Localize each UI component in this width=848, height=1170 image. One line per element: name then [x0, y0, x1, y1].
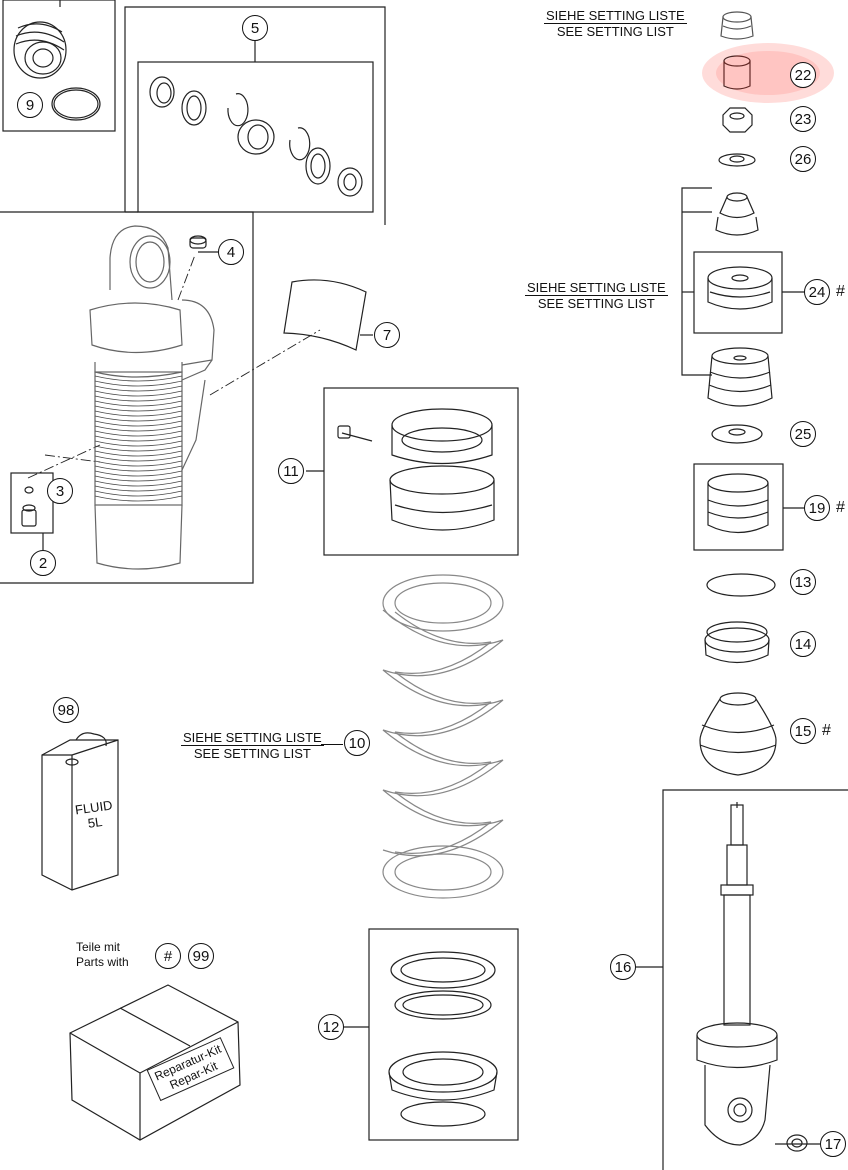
setting-note-spring: SIEHE SETTING LISTE SEE SETTING LIST: [181, 730, 324, 761]
setting-note-spring-de: SIEHE SETTING LISTE: [181, 730, 324, 746]
setting-note-top-en: SEE SETTING LIST: [556, 24, 674, 39]
callout-9[interactable]: 9: [17, 92, 43, 118]
box-part-9: [2, 0, 116, 132]
shock-body: [89, 225, 215, 570]
callout-98[interactable]: 98: [53, 697, 79, 723]
box-part-5-inner: [137, 61, 374, 213]
setting-note-top: SIEHE SETTING LISTE SEE SETTING LIST: [544, 8, 687, 39]
callout-2[interactable]: 2: [30, 550, 56, 576]
fluid-can-label: FLUID 5L: [74, 797, 114, 833]
washer-part-26: [718, 153, 756, 167]
callout-24[interactable]: 24: [804, 279, 830, 305]
bushing-part-17: [786, 1134, 808, 1152]
legend-text: Teile mit Parts with: [76, 940, 129, 970]
callout-99[interactable]: 99: [188, 943, 214, 969]
legend-line-en: Parts with: [76, 955, 129, 969]
callout-12[interactable]: 12: [318, 1014, 344, 1040]
callout-14[interactable]: 14: [790, 631, 816, 657]
piston-part-24: [707, 266, 773, 310]
setting-note-middle-en: SEE SETTING LIST: [537, 296, 655, 311]
box-part-19: [693, 463, 784, 551]
cup-part-14: [704, 621, 770, 664]
spring-retainer-part-12: [388, 951, 498, 1127]
box-part-12: [368, 928, 519, 1141]
highlight-part-22: [702, 43, 834, 103]
bump-stop-part-15: [699, 692, 777, 776]
seal-head-part-19: [707, 473, 769, 534]
setting-note-spring-leader: [321, 744, 343, 745]
coil-grooves: [94, 375, 183, 502]
sheet-part-7: [283, 279, 367, 351]
adjuster-ring-part-11: [337, 408, 495, 531]
shims-lower: [707, 347, 773, 407]
callout-26[interactable]: 26: [790, 146, 816, 172]
callout-3[interactable]: 3: [47, 478, 73, 504]
callout-22[interactable]: 22: [790, 62, 816, 88]
box-shock-body: [0, 211, 254, 584]
bushing-part-22: [723, 55, 751, 90]
hash-mark-19: #: [836, 499, 845, 516]
box-part-5-outer: [124, 6, 386, 225]
callout-15[interactable]: 15: [790, 718, 816, 744]
hash-mark-24: #: [836, 283, 845, 300]
callout-17[interactable]: 17: [820, 1131, 846, 1157]
setting-note-middle-de: SIEHE SETTING LISTE: [525, 280, 668, 296]
callout-19[interactable]: 19: [804, 495, 830, 521]
shims-upper: [715, 192, 759, 236]
circlip-part-13: [706, 573, 776, 597]
nut-part-23: [722, 107, 753, 133]
callout-5[interactable]: 5: [242, 15, 268, 41]
washer-part-25: [711, 424, 763, 444]
callout-25[interactable]: 25: [790, 421, 816, 447]
callout-16[interactable]: 16: [610, 954, 636, 980]
fluid-can-part-98: [41, 732, 119, 891]
piston-rod-part-16: [696, 802, 778, 1146]
callout-13[interactable]: 13: [790, 569, 816, 595]
legend-line-de: Teile mit: [76, 940, 121, 954]
hash-mark-15: #: [822, 722, 831, 739]
callout-23[interactable]: 23: [790, 106, 816, 132]
setting-note-middle: SIEHE SETTING LISTE SEE SETTING LIST: [525, 280, 668, 311]
top-out-bumper: [720, 11, 754, 40]
box-part-11: [323, 387, 519, 556]
bleed-screw-part-4: [189, 235, 207, 249]
valve-part-2: [21, 486, 37, 527]
callout-10[interactable]: 10: [344, 730, 370, 756]
spring-part-10: [382, 574, 504, 899]
legend-hash-circle: #: [155, 943, 181, 969]
setting-note-spring-en: SEE SETTING LIST: [193, 746, 311, 761]
shim-stack-part-5: [149, 76, 363, 197]
box-part-16: [662, 789, 848, 1170]
box-part-3: [10, 472, 54, 534]
callout-11[interactable]: 11: [278, 458, 304, 484]
seal-head-part-9: [13, 21, 101, 121]
setting-note-top-de: SIEHE SETTING LISTE: [544, 8, 687, 24]
repair-kit-box: [69, 984, 241, 1141]
callout-4[interactable]: 4: [218, 239, 244, 265]
callout-7[interactable]: 7: [374, 322, 400, 348]
